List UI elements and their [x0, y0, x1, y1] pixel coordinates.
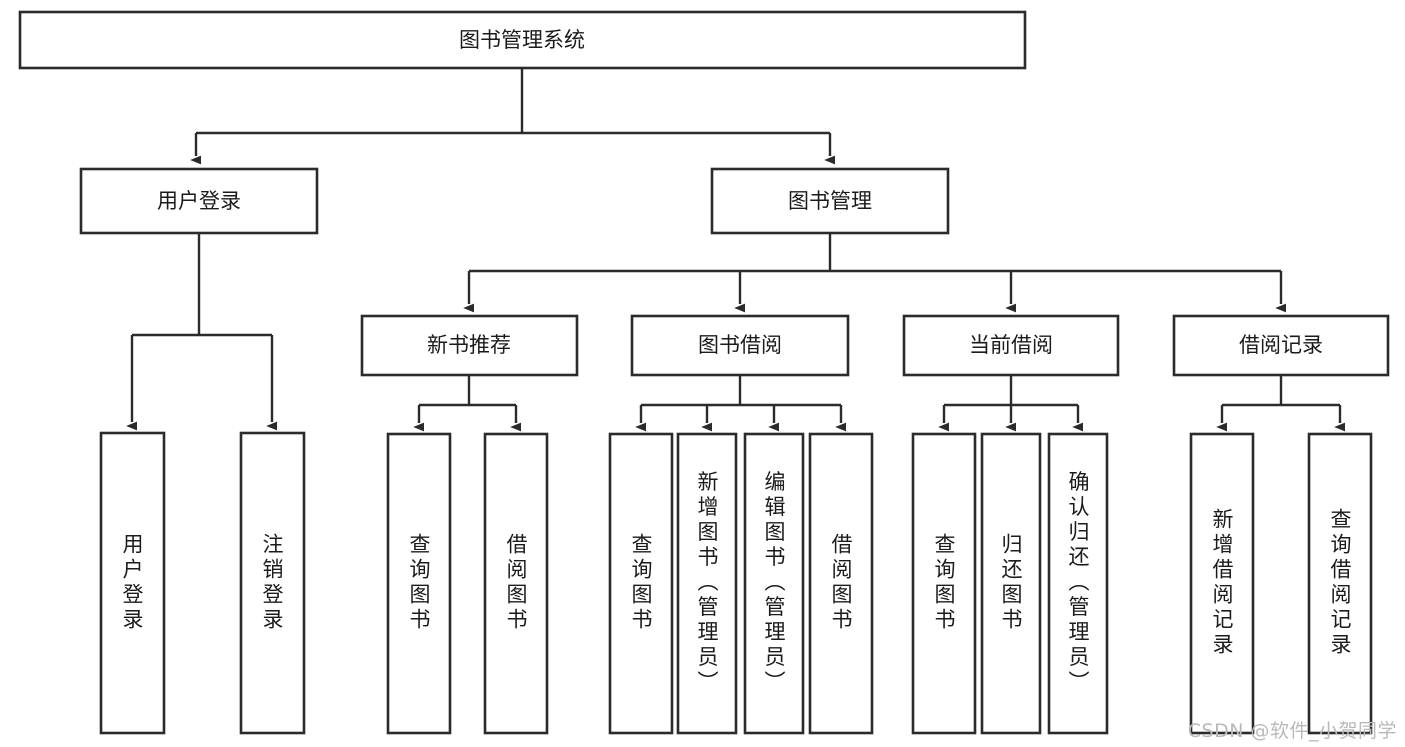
node-borrow-record[interactable]: 借阅记录	[1172, 314, 1390, 377]
node-leaf-cur-query-box[interactable]	[911, 432, 977, 735]
node-leaf-borrow-query[interactable]: 查询图书	[608, 432, 674, 735]
node-leaf-user-login-label: 用户登录	[120, 533, 144, 633]
node-leaf-rec-search[interactable]: 查询借阅记录	[1307, 432, 1373, 735]
node-current-borrow-label: 当前借阅	[969, 333, 1053, 357]
node-leaf-rec-add-label: 新增借阅记录	[1210, 508, 1234, 658]
node-leaf-borrow-add[interactable]: 新增图书（管理员）	[676, 432, 738, 735]
node-leaf-borrow-query-box[interactable]	[608, 432, 674, 735]
node-current-borrow[interactable]: 当前借阅	[902, 314, 1120, 377]
node-root-box[interactable]	[18, 10, 1027, 70]
connector-layer	[126, 68, 1346, 432]
node-book-manage-box[interactable]	[710, 167, 950, 235]
node-leaf-cur-return-label: 归还图书	[999, 533, 1023, 633]
node-leaf-borrow-take-box[interactable]	[808, 432, 874, 735]
node-borrow-record-label: 借阅记录	[1239, 333, 1323, 357]
node-leaf-user-logout[interactable]: 注销登录	[239, 431, 306, 735]
node-leaf-rec-add[interactable]: 新增借阅记录	[1189, 432, 1255, 735]
node-leaf-borrow-take-label: 借阅图书	[829, 533, 853, 633]
node-leaf-borrow-take[interactable]: 借阅图书	[808, 432, 874, 735]
node-book-borrow-label: 图书借阅	[698, 333, 782, 357]
node-leaf-cur-query[interactable]: 查询图书	[911, 432, 977, 735]
node-user-login[interactable]: 用户登录	[79, 167, 319, 235]
node-leaf-cur-confirm-label: 确认归还（管理员）	[1066, 471, 1090, 696]
node-root-label: 图书管理系统	[459, 28, 585, 52]
node-leaf-user-login[interactable]: 用户登录	[99, 431, 166, 735]
node-leaf-rec-search-label: 查询借阅记录	[1328, 508, 1352, 658]
node-book-manage[interactable]: 图书管理	[710, 167, 950, 235]
node-book-borrow-box[interactable]	[630, 314, 850, 377]
node-book-manage-label: 图书管理	[788, 189, 872, 213]
node-new-book-rec-box[interactable]	[360, 314, 579, 377]
node-leaf-cur-confirm[interactable]: 确认归还（管理员）	[1047, 432, 1109, 735]
node-leaf-rec-borrow-label: 借阅图书	[504, 533, 528, 633]
node-leaf-borrow-edit[interactable]: 编辑图书（管理员）	[743, 432, 805, 735]
node-leaf-rec-query-box[interactable]	[386, 432, 452, 735]
node-leaf-rec-query-label: 查询图书	[407, 533, 431, 633]
node-leaf-cur-query-label: 查询图书	[932, 533, 956, 633]
node-user-login-box[interactable]	[79, 167, 319, 235]
node-new-book-rec-label: 新书推荐	[427, 333, 511, 357]
node-leaf-rec-query[interactable]: 查询图书	[386, 432, 452, 735]
node-leaf-cur-return[interactable]: 归还图书	[980, 432, 1042, 735]
node-leaf-cur-return-box[interactable]	[980, 432, 1042, 735]
node-root[interactable]: 图书管理系统	[18, 10, 1027, 70]
watermark: CSDN @软件_小贺同学	[1187, 720, 1397, 742]
node-leaf-rec-search-box[interactable]	[1307, 432, 1373, 735]
node-leaf-user-logout-box[interactable]	[239, 431, 306, 735]
node-leaf-borrow-add-label: 新增图书（管理员）	[695, 471, 719, 696]
node-book-borrow[interactable]: 图书借阅	[630, 314, 850, 377]
node-new-book-rec[interactable]: 新书推荐	[360, 314, 579, 377]
node-leaf-borrow-edit-label: 编辑图书（管理员）	[762, 471, 786, 696]
node-leaf-cur-confirm-box[interactable]	[1047, 432, 1109, 735]
node-current-borrow-box[interactable]	[902, 314, 1120, 377]
node-leaf-borrow-add-box[interactable]	[676, 432, 738, 735]
node-leaf-rec-add-box[interactable]	[1189, 432, 1255, 735]
node-leaf-rec-borrow[interactable]: 借阅图书	[483, 432, 549, 735]
node-leaf-borrow-edit-box[interactable]	[743, 432, 805, 735]
node-leaf-rec-borrow-box[interactable]	[483, 432, 549, 735]
node-leaf-user-login-box[interactable]	[99, 431, 166, 735]
node-leaf-borrow-query-label: 查询图书	[629, 533, 653, 633]
node-leaf-user-logout-label: 注销登录	[260, 533, 284, 633]
node-borrow-record-box[interactable]	[1172, 314, 1390, 377]
node-user-login-label: 用户登录	[157, 189, 241, 213]
